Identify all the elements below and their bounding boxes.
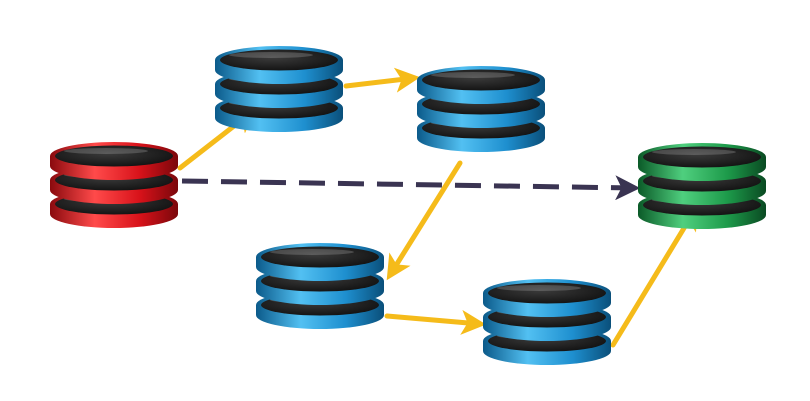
disk-platter [417,66,545,104]
disk-platter [638,143,766,181]
arrow-hop-1-to-hop-2 [343,67,421,93]
database-icon-hop-1 [215,46,343,132]
disk-platter [483,279,611,317]
arrow-hop-4-to-destination [610,204,699,348]
disk-platter [50,142,178,180]
nodes-layer [50,46,766,365]
arrow-hop-3-to-hop-4 [384,309,487,335]
database-icon-hop-2 [417,66,545,152]
disk-platter [256,243,384,281]
database-icon-destination [638,143,766,229]
arrow-hop-2-to-hop-3 [386,160,463,281]
arrow-source-to-destination [181,175,641,201]
database-icon-hop-4 [483,279,611,365]
database-icon-hop-3 [256,243,384,329]
disk-platter [215,46,343,84]
database-icon-source [50,142,178,228]
